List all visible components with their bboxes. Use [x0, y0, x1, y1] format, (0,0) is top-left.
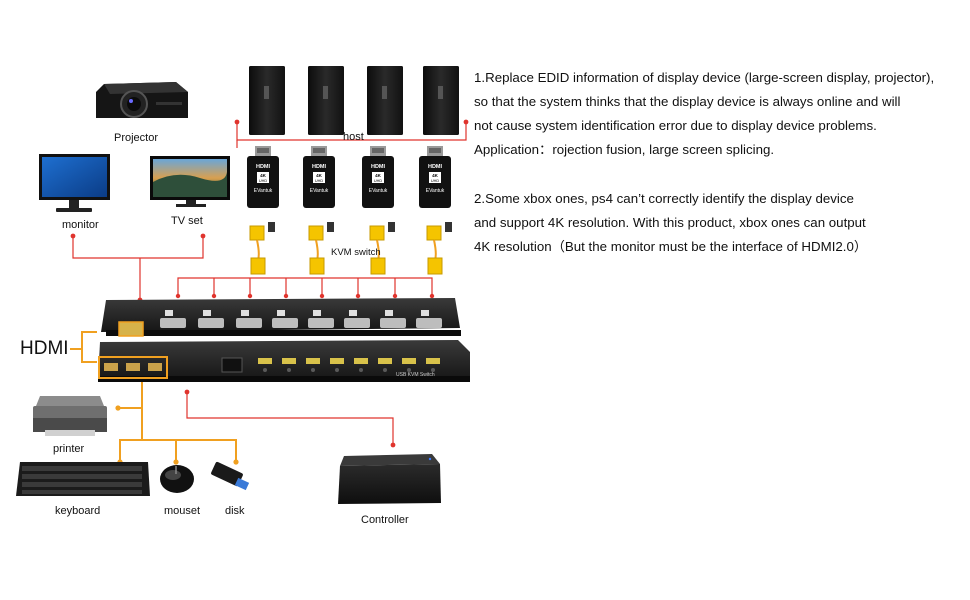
- mouse-label: mouset: [164, 505, 201, 517]
- controller-icon: [338, 454, 441, 504]
- svg-text:EVantuk: EVantuk: [310, 188, 329, 194]
- svg-text:4K: 4K: [375, 173, 382, 178]
- svg-text:UHD: UHD: [259, 179, 267, 183]
- svg-text:UHD: UHD: [431, 179, 439, 183]
- svg-text:HDMI: HDMI: [428, 164, 443, 170]
- cable-plug-icon: [426, 222, 452, 275]
- controller-label: Controller: [361, 514, 409, 526]
- svg-text:UHD: UHD: [315, 179, 323, 183]
- paragraph-2-line: 2.Some xbox ones, ps4 can’t correctly id…: [474, 191, 854, 206]
- hdmi-emulator-icon: HDMI 4K UHD EVantuk: [419, 146, 451, 208]
- projector-icon: [96, 82, 188, 118]
- tv-icon: [150, 156, 230, 207]
- red-connection-lines: [72, 122, 467, 445]
- hdmi-emulator-icon: HDMI 4K UHD EVantuk: [247, 146, 279, 208]
- printer-icon: [33, 396, 107, 436]
- svg-text:HDMI: HDMI: [312, 164, 327, 170]
- description-paragraph-1: 1.Replace EDID information of display de…: [474, 66, 934, 162]
- monitor-label: monitor: [62, 219, 99, 231]
- red-connection-dots: [70, 119, 469, 448]
- host-pc-icon: [367, 66, 403, 135]
- svg-text:USB KVM Switch: USB KVM Switch: [396, 372, 435, 378]
- host-label: host: [343, 131, 364, 143]
- monitor-icon: [39, 154, 110, 212]
- cable-plug-icon: [369, 222, 395, 275]
- host-pc-icon: [423, 66, 459, 135]
- host-computers: [249, 66, 459, 135]
- svg-text:EVantuk: EVantuk: [254, 188, 273, 194]
- hdmi-label: HDMI: [20, 338, 69, 359]
- tv-set-label: TV set: [171, 215, 203, 227]
- host-pc-icon: [249, 66, 285, 135]
- mouse-icon: [160, 465, 194, 493]
- svg-text:4K: 4K: [260, 173, 267, 178]
- svg-text:4K: 4K: [316, 173, 323, 178]
- svg-text:EVantuk: EVantuk: [369, 188, 388, 194]
- svg-text:EVantuk: EVantuk: [426, 188, 445, 194]
- svg-text:UHD: UHD: [374, 179, 382, 183]
- description-paragraph-2: 2.Some xbox ones, ps4 can’t correctly id…: [474, 187, 867, 259]
- paragraph-2-line: 4K resolution（But the monitor must be th…: [474, 239, 868, 254]
- paragraph-1-line: Application：rojection fusion, large scre…: [474, 142, 775, 157]
- kvm-cable-plugs: [249, 222, 452, 275]
- kvm-switch-front-panel: USB KVM Switch: [98, 340, 470, 382]
- paragraph-1-line: 1.Replace EDID information of display de…: [474, 70, 935, 85]
- svg-text:HDMI: HDMI: [371, 164, 386, 170]
- svg-text:HDMI: HDMI: [256, 164, 271, 170]
- paragraph-1-line: so that the system thinks that the displ…: [474, 94, 901, 109]
- svg-text:4K: 4K: [432, 173, 439, 178]
- paragraph-2-line: and support 4K resolution. With this pro…: [474, 215, 866, 230]
- orange-connection-lines: [70, 331, 237, 462]
- disk-label: disk: [225, 505, 245, 517]
- cable-plug-icon: [308, 222, 334, 275]
- keyboard-label: keyboard: [55, 505, 101, 517]
- hdmi-emulator-icon: HDMI 4K UHD EVantuk: [303, 146, 335, 208]
- printer-label: printer: [53, 443, 85, 455]
- projector-label: Projector: [114, 132, 159, 144]
- kvm-switch-back-panel: [101, 298, 461, 337]
- paragraph-1-line: not cause system identification error du…: [474, 118, 877, 133]
- cable-plug-icon: [249, 222, 275, 275]
- kvm-switch-label: KVM switch: [331, 247, 381, 258]
- keyboard-icon: [16, 462, 150, 496]
- usb-disk-icon: [211, 461, 250, 491]
- hdmi-emulators: HDMI 4K UHD EVantuk HDMI 4K UHD EVantuk …: [247, 146, 451, 208]
- hdmi-emulator-icon: HDMI 4K UHD EVantuk: [362, 146, 394, 208]
- host-pc-icon: [308, 66, 344, 135]
